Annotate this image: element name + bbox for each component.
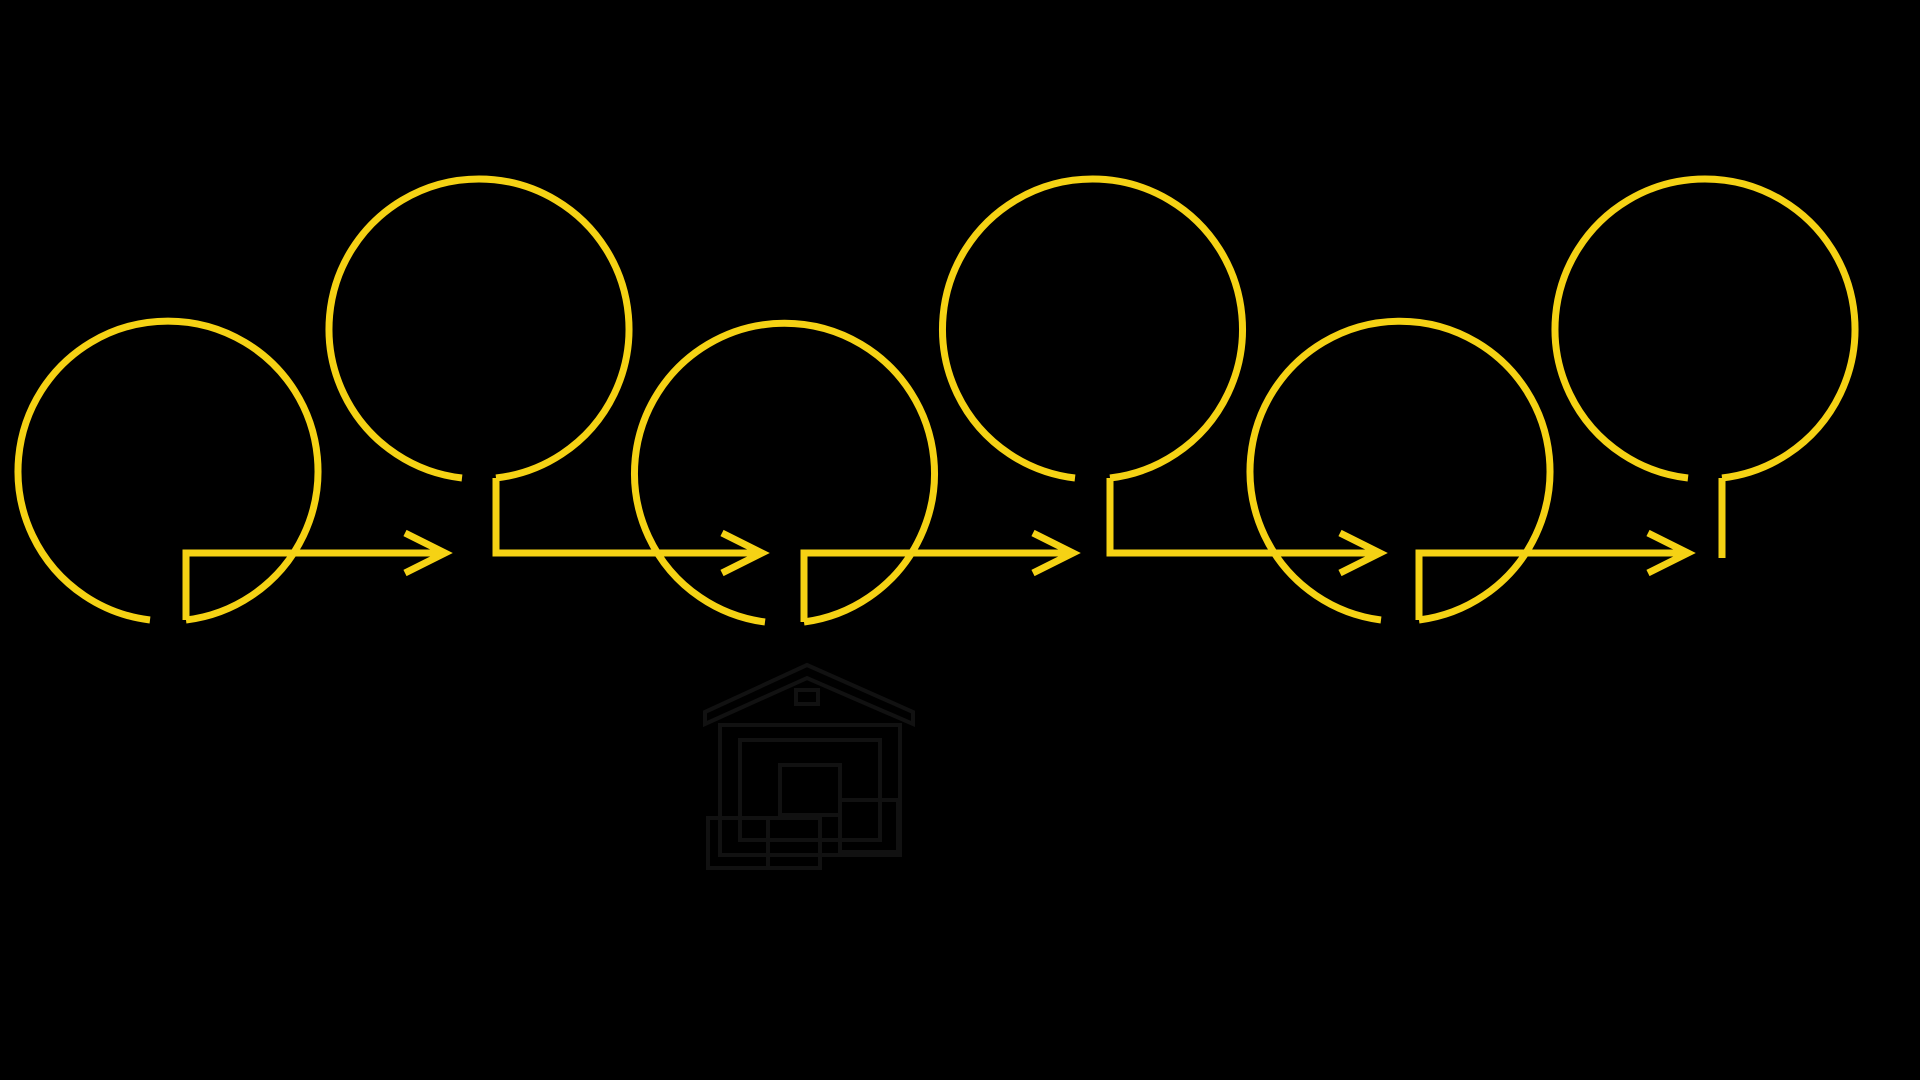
step-1-loop <box>14 317 322 624</box>
warehouse-wall <box>718 723 902 857</box>
step-2-arrow-head <box>720 529 770 577</box>
step-5-connector <box>1415 549 1688 620</box>
step-4-loop <box>939 175 1246 482</box>
step-2-connector <box>492 478 762 557</box>
warehouse-box-middle <box>766 816 822 870</box>
step-4-arrow-head <box>1338 529 1388 577</box>
step-5-loop <box>1246 317 1554 624</box>
step-2-group <box>325 175 770 577</box>
step-6-group <box>1551 175 1859 558</box>
step-1-connector <box>182 549 445 620</box>
step-1-group <box>14 317 453 624</box>
step-3-loop <box>631 319 938 626</box>
warehouse-vent <box>794 688 820 706</box>
warehouse-boxes-icon <box>703 662 915 870</box>
step-3-arrow-head <box>1031 529 1081 577</box>
step-4-connector <box>1106 478 1380 557</box>
warehouse-roof <box>703 662 915 728</box>
step-3-group <box>631 319 1081 870</box>
step-2-loop <box>325 175 633 482</box>
warehouse-box-large <box>778 763 842 817</box>
step-6-loop <box>1551 175 1859 482</box>
step-3-connector <box>800 549 1073 622</box>
warehouse-box-right <box>838 798 900 854</box>
step-1-arrow-head <box>403 529 453 577</box>
step-5-arrow-head <box>1646 529 1696 577</box>
step-4-group <box>939 175 1388 577</box>
warehouse-door <box>738 738 882 842</box>
step-5-group <box>1246 317 1696 624</box>
